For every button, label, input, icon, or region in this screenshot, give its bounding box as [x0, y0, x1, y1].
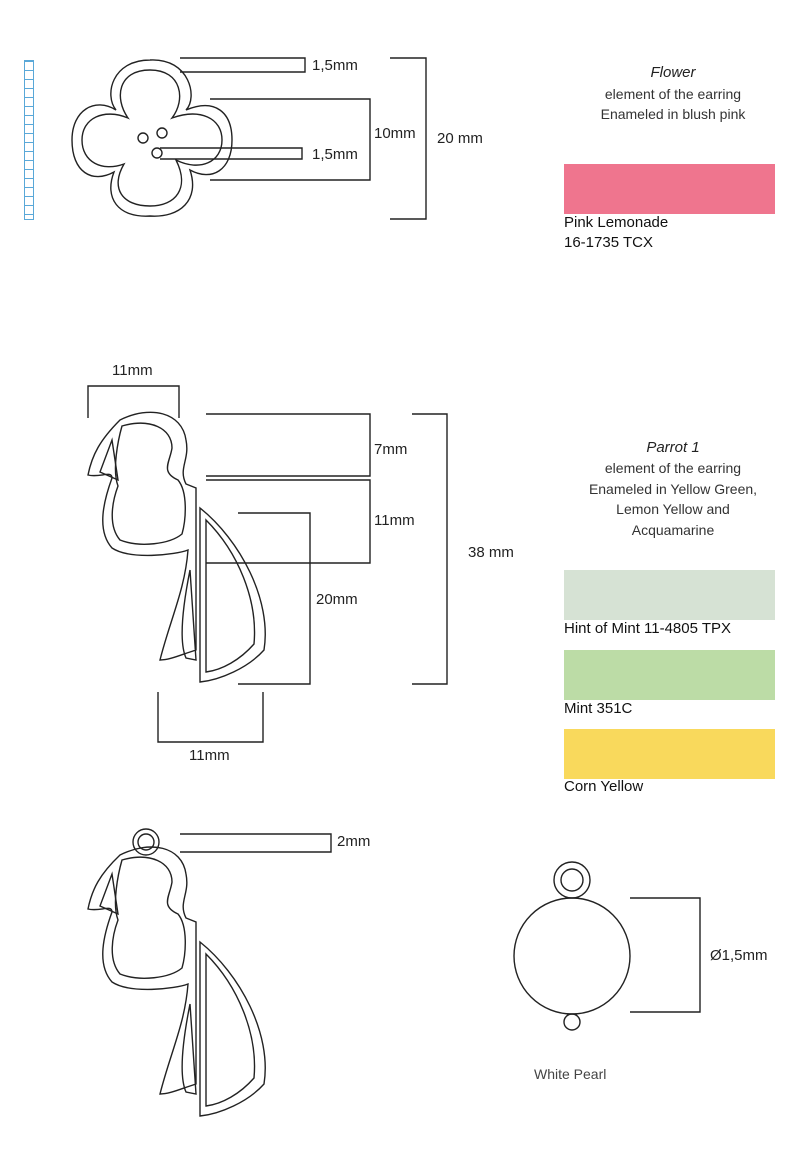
parrot2-ring-outer [132, 828, 160, 856]
parrot1-dim-head [206, 413, 371, 477]
parrot1-dim-total [412, 413, 448, 685]
flower-hole-3 [151, 147, 163, 159]
parrot1-desc-2: Enameled in Yellow Green, [588, 481, 758, 497]
pearl-body [513, 897, 631, 1015]
flower-dim-top-bracket [180, 57, 306, 73]
flower-dim-mid-label: 10mm [374, 125, 416, 142]
flower-dim-total-label: 20 mm [437, 130, 483, 147]
parrot2-wing-inner [205, 952, 256, 1107]
flower-dim-top-label: 1,5mm [312, 57, 358, 74]
pearl-label: White Pearl [534, 1066, 607, 1082]
pearl-dim-label: Ø1,5mm [710, 947, 768, 964]
parrot1-dim-total-label: 38 mm [468, 544, 514, 561]
flower-desc-2: Enameled in blush pink [600, 106, 746, 122]
flower-inner-outline [81, 69, 223, 207]
flower-desc-1: element of the earring [604, 86, 742, 102]
flower-dim-inner-bracket [160, 147, 303, 160]
parrot1-dim-width-top [87, 385, 180, 418]
parrot2-tail [181, 1003, 197, 1095]
parrot1-dim-body [206, 479, 371, 564]
parrot1-body-outline [87, 411, 197, 661]
swatch-hint-of-mint [564, 570, 775, 620]
swatch-pink-lemonade [564, 164, 775, 214]
parrot2-ring-inner [137, 833, 155, 851]
flower-hole-2 [156, 127, 168, 139]
swatch-mint-351c-label: Mint 351C [564, 700, 633, 717]
parrot2-beak [99, 871, 119, 916]
selection-ruler [24, 60, 34, 220]
swatch-mint-351c [564, 650, 775, 700]
flower-dim-inner-label: 1,5mm [312, 146, 358, 163]
swatch-pink-lemonade-name: Pink Lemonade [564, 214, 669, 231]
parrot1-wing-outer [199, 506, 266, 683]
pearl-ring-outer [553, 861, 591, 899]
parrot1-title: Parrot 1 [646, 439, 700, 456]
parrot1-desc-3: Lemon Yellow and [616, 501, 730, 517]
parrot1-dim-wing-label: 20mm [316, 591, 358, 608]
parrot1-wing-inner [205, 518, 256, 673]
pearl-bottom-loop [563, 1013, 581, 1031]
pearl-dim-bracket [630, 897, 701, 1013]
pearl-ring-inner [560, 868, 584, 892]
flower-title: Flower [650, 64, 696, 81]
parrot1-dim-head-label: 7mm [374, 441, 408, 458]
flower-dim-total-bracket [390, 57, 427, 220]
parrot1-dim-width-bottom [157, 692, 264, 743]
parrot1-tail [181, 569, 197, 661]
swatch-corn-yellow-label: Corn Yellow [564, 778, 644, 795]
parrot1-desc-4: Acquamarine [631, 522, 715, 538]
parrot2-wing-outer [199, 940, 266, 1117]
parrot1-head-inner [111, 422, 186, 545]
parrot2-dim-ring [180, 833, 332, 853]
parrot1-dim-wing [238, 512, 311, 685]
swatch-hint-of-mint-label: Hint of Mint 11-4805 TPX [564, 620, 732, 637]
parrot1-beak [99, 437, 119, 482]
parrot2-head-inner [111, 856, 186, 979]
parrot2-body-outline [87, 846, 197, 1095]
swatch-pink-lemonade-code: 16-1735 TCX [564, 234, 653, 251]
parrot2-dim-ring-label: 2mm [337, 833, 371, 850]
parrot1-dim-width-top-label: 11mm [112, 362, 153, 379]
flower-outline [71, 59, 233, 217]
flower-hole-1 [137, 132, 149, 144]
parrot1-desc-1: element of the earring [604, 460, 742, 476]
flower-dim-mid-bracket [210, 98, 371, 181]
parrot1-dim-body-label: 11mm [374, 512, 415, 529]
parrot1-dim-width-bottom-label: 11mm [189, 747, 230, 764]
swatch-corn-yellow [564, 729, 775, 779]
